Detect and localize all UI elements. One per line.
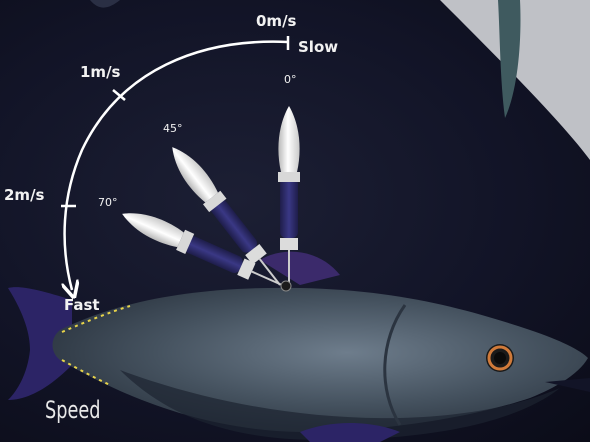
label-angle-45: 45° [163,122,183,135]
label-1ms: 1m/s [80,63,120,81]
fish-eye-icon [486,344,514,372]
label-angle-0: 0° [284,73,297,86]
tag-anchor [281,281,291,291]
label-0ms: 0m/s [256,12,296,30]
label-2ms: 2m/s [4,186,44,204]
tag-float-icon [278,106,299,172]
label-fast: Fast [64,296,100,314]
label-slow: Slow [298,38,338,56]
label-angle-70: 70° [98,196,118,209]
upper-fin-shape [90,0,590,160]
caption-speed: Speed [45,396,101,424]
